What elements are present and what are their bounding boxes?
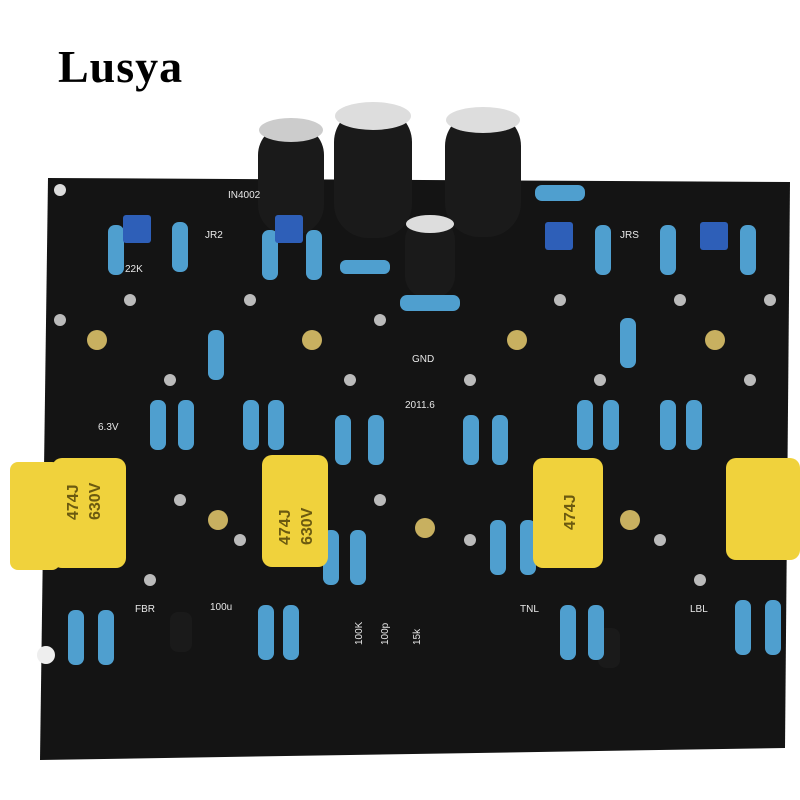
silk-jrs: JRS — [620, 230, 639, 241]
silk-gnd: GND — [412, 354, 434, 365]
silk-100p: 100p — [380, 622, 391, 645]
cap-code-3: 474J — [562, 494, 579, 530]
silk-6v3: 6.3V — [98, 422, 119, 433]
silk-diode: IN4002 — [228, 190, 261, 201]
cap-code-1: 474J — [65, 484, 82, 520]
silk-fbr: FBR — [135, 604, 155, 615]
brand-logo: Lusya — [58, 41, 184, 92]
silk-date: 2011.6 — [405, 400, 435, 411]
silk-100k: 100K — [354, 621, 365, 645]
silk-22k: 22K — [125, 264, 143, 275]
tube-socket-holes — [37, 184, 725, 664]
silk-15k: 15k — [412, 628, 423, 645]
silk-jr2: JR2 — [205, 230, 223, 241]
silk-100u: 100u — [210, 602, 232, 613]
trimmer-potentiometers — [123, 215, 728, 250]
film-capacitors — [10, 455, 800, 570]
resistors — [68, 185, 781, 665]
cap-voltage-1: 630V — [87, 482, 104, 520]
cap-code-2: 474J — [277, 509, 294, 545]
silk-lbl: LBL — [690, 604, 708, 615]
silk-tnl: TNL — [520, 604, 539, 615]
electrolytic-capacitors — [170, 102, 620, 668]
cap-voltage-2: 630V — [299, 507, 316, 545]
